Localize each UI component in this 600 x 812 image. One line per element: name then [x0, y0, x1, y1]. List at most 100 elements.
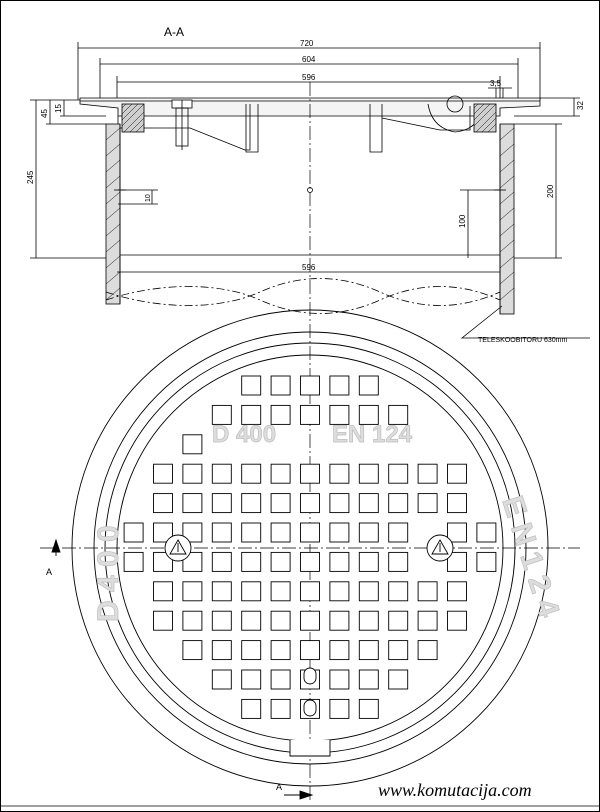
grid-cell: [182, 434, 203, 455]
dim-gap: 3,5: [490, 79, 502, 88]
grid-cell: [358, 640, 379, 661]
grid-cell: [358, 669, 379, 690]
grid-cell: [417, 640, 438, 661]
grid-cell: [241, 610, 262, 631]
grid-cell: [123, 522, 144, 543]
grid-cell: [300, 493, 320, 514]
grid-cell: [447, 581, 467, 602]
grid-cell: [153, 551, 173, 572]
grid-cell: [211, 610, 232, 631]
grid-cell: [241, 493, 262, 514]
grid-cell: [182, 640, 203, 661]
grid-cell: [270, 463, 291, 484]
dim-center-100: 100: [458, 214, 467, 228]
grid-cell: [417, 493, 438, 514]
grid-cell: [300, 610, 320, 631]
grid-cell: [241, 522, 262, 543]
dim-rim-45: 45: [40, 109, 49, 118]
grid-cell: [417, 610, 438, 631]
grid-cell: [388, 610, 409, 631]
grid-cell: [358, 522, 379, 543]
center-slots: [303, 667, 317, 717]
grid-cell: [388, 669, 409, 690]
grid-cell: [329, 698, 350, 719]
grid-cell: [241, 404, 262, 425]
grid-cell: [182, 610, 203, 631]
grid-cell: [447, 522, 467, 543]
lift-hole-right: [426, 534, 454, 562]
grid-cell: [329, 669, 350, 690]
grid-cell: [211, 522, 232, 543]
grid-cell: [329, 493, 350, 514]
plan-view: [40, 309, 580, 787]
emboss-top-load: D 400: [212, 421, 276, 448]
grid-cell: [241, 551, 262, 572]
grid-cell: [476, 522, 497, 543]
grid-cell: [211, 551, 232, 572]
grid-cell: [123, 551, 144, 572]
section-marker-left: [51, 538, 61, 556]
grid-cell: [270, 640, 291, 661]
grid-cell: [211, 463, 232, 484]
dim-left-height: 245: [26, 170, 35, 184]
grid-cell: [300, 551, 320, 572]
grid-cell: [300, 522, 320, 543]
grid-cell: [241, 698, 262, 719]
dim-right-height: 200: [546, 184, 555, 198]
grid-cell: [270, 581, 291, 602]
grid-cell: [358, 698, 379, 719]
grid-cell: [270, 375, 291, 396]
website-url[interactable]: www.komutacija.com: [378, 780, 532, 800]
grid-cell: [476, 551, 497, 572]
dim-small-10: 10: [145, 194, 152, 202]
grid-cell: [300, 581, 320, 602]
grid-cell: [388, 463, 409, 484]
grid-cell: [300, 463, 320, 484]
grid-cell: [270, 522, 291, 543]
grid-cell: [241, 640, 262, 661]
grid-cell: [447, 610, 467, 631]
grid-cell: [300, 640, 320, 661]
dim-cover-width: 596: [302, 73, 316, 82]
grid-cell: [358, 375, 379, 396]
dim-rim-15: 15: [54, 104, 63, 113]
emboss-top-standard: EN 124: [332, 421, 413, 448]
grid-cell: [329, 640, 350, 661]
grid-cell: [388, 493, 409, 514]
dim-overall-width: 720: [300, 39, 314, 48]
dim-top-height: 32: [576, 101, 585, 110]
grid-cell: [388, 404, 409, 425]
grid-cell: [153, 463, 173, 484]
grid-cell: [241, 669, 262, 690]
section-marker-bottom-label: A: [276, 782, 282, 792]
grid-cell: [153, 522, 173, 543]
grid-cell: [358, 581, 379, 602]
grid-cell: [211, 669, 232, 690]
dim-bottom-width: 596: [302, 263, 316, 272]
grid-cell: [329, 610, 350, 631]
grid-cell: [211, 404, 232, 425]
grid-cell: [182, 463, 203, 484]
grid-cell: [388, 581, 409, 602]
grid-cell: [447, 551, 467, 572]
section-view: [30, 42, 590, 800]
grid-cell: [388, 640, 409, 661]
grid-cell: [329, 404, 350, 425]
grid-cell: [358, 404, 379, 425]
grid-cell: [358, 463, 379, 484]
grid-cell: [182, 522, 203, 543]
grid-cell: [388, 522, 409, 543]
grid-cell: [270, 493, 291, 514]
grid-cell: [270, 610, 291, 631]
grid-cell: [153, 493, 173, 514]
grid-cell: [358, 551, 379, 572]
lift-hole-left: [164, 534, 192, 562]
grid-cell: [447, 463, 467, 484]
section-title: A-A: [164, 25, 184, 39]
telescopic-note: TELESKOOBITORU 630mm: [478, 337, 568, 344]
grid-cell: [358, 610, 379, 631]
grid-cell: [388, 551, 409, 572]
grid-cell: [270, 551, 291, 572]
